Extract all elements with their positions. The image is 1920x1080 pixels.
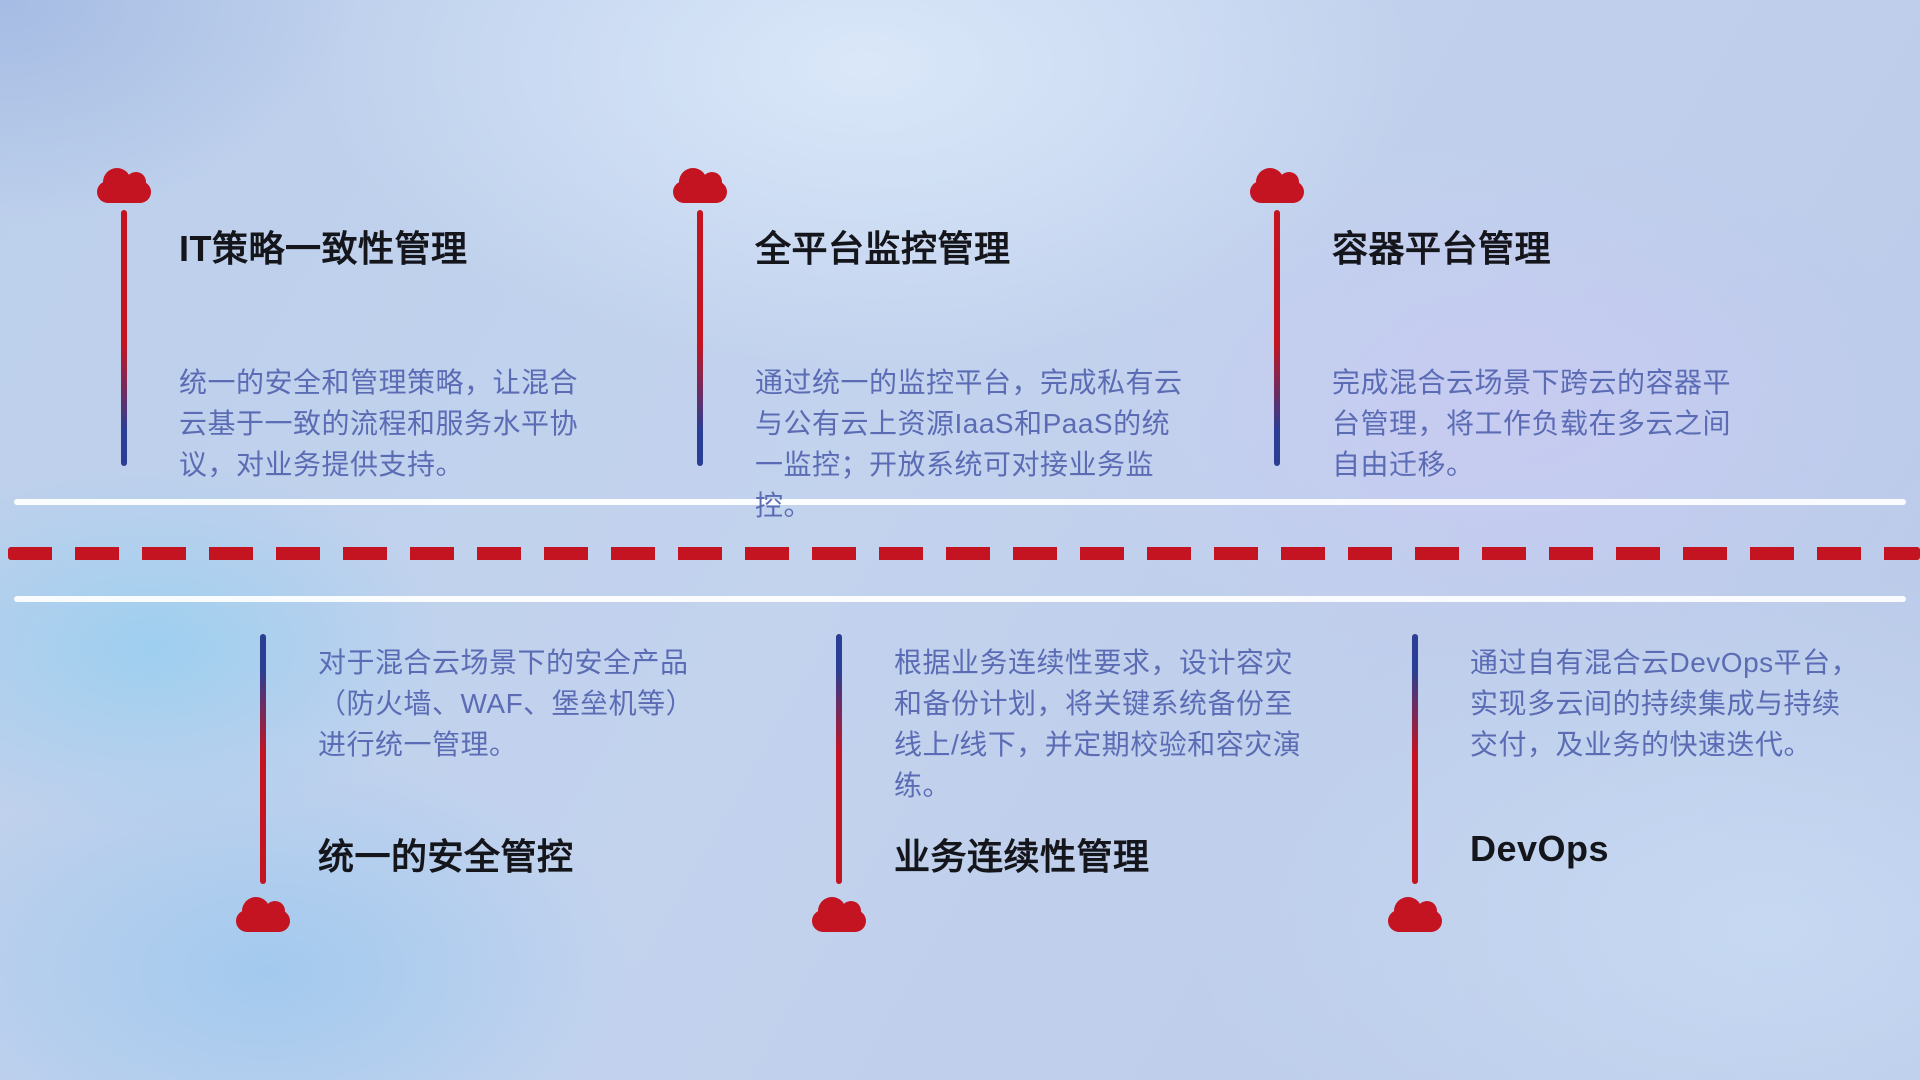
feature-title: 全平台监控管理 <box>755 228 1011 269</box>
connector-line <box>697 210 703 466</box>
feature-description: 统一的安全和管理策略，让混合云基于一致的流程和服务水平协议，对业务提供支持。 <box>179 367 579 480</box>
feature-title: IT策略一致性管理 <box>179 228 468 269</box>
connector-line <box>1274 210 1280 466</box>
feature-description: 通过统一的监控平台，完成私有云与公有云上资源IaaS和PaaS的统一监控；开放系… <box>755 367 1183 521</box>
feature-title: 业务连续性管理 <box>894 836 1150 877</box>
feature-title: DevOps <box>1470 828 1610 869</box>
connector-line <box>836 634 842 884</box>
feature-description: 通过自有混合云DevOps平台，实现多云间的持续集成与持续交付，及业务的快速迭代… <box>1470 647 1860 760</box>
feature-description: 完成混合云场景下跨云的容器平台管理，将工作负载在多云之间自由迁移。 <box>1332 367 1732 480</box>
feature-title: 容器平台管理 <box>1332 228 1552 269</box>
feature-title: 统一的安全管控 <box>318 836 574 877</box>
connector-line <box>121 210 127 466</box>
road-line-bottom <box>14 596 1906 602</box>
connector-line <box>1412 634 1418 884</box>
cloud-icon <box>812 897 866 932</box>
cloud-icon <box>236 897 290 932</box>
feature-description: 对于混合云场景下的安全产品（防火墙、WAF、堡垒机等）进行统一管理。 <box>318 647 695 760</box>
cloud-icon <box>97 168 151 203</box>
connector-line <box>260 634 266 884</box>
cloud-icon <box>673 168 727 203</box>
cloud-icon <box>1388 897 1442 932</box>
feature-description: 根据业务连续性要求，设计容灾和备份计划，将关键系统备份至线上/线下，并定期校验和… <box>894 647 1302 801</box>
road-line-top <box>14 499 1906 505</box>
road-divider-dashed-line <box>8 547 1920 560</box>
cloud-icon <box>1250 168 1304 203</box>
